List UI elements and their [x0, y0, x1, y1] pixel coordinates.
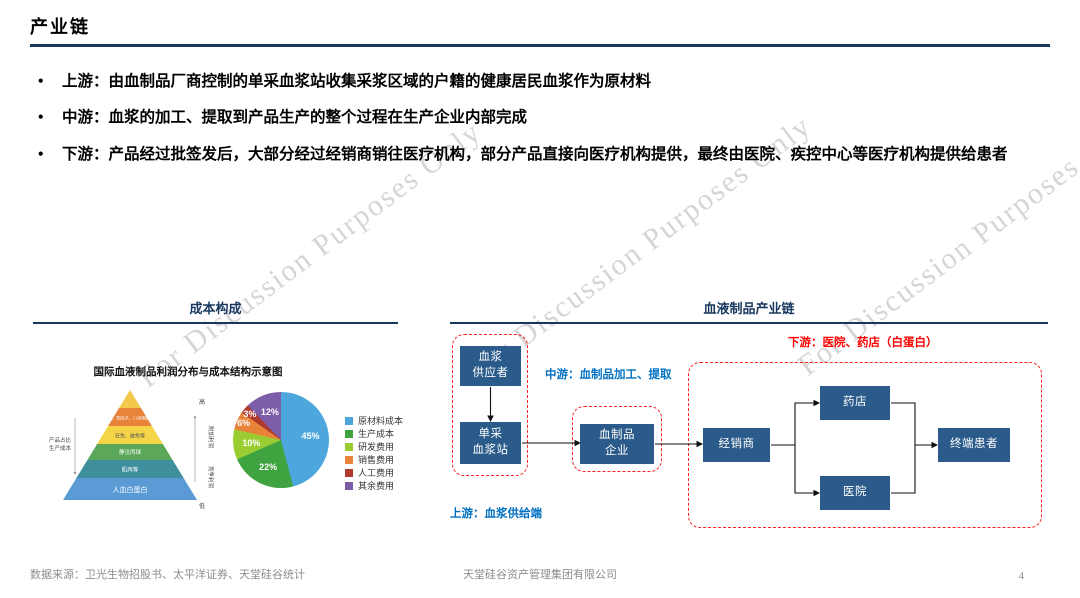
cost-section: 成本构成 国际血液制品利润分布与成本结构示意图 Ⅷ、Ⅸ因子、C1抑制酶等 狂免、… [33, 298, 403, 530]
pyramid-layer [63, 478, 197, 500]
bullet-text: 下游：产品经过批签发后，大部分经过经销商销往医疗机构，部分产品直接向医疗机构提供… [62, 145, 1008, 163]
pie-slice-label: 6% [237, 418, 251, 429]
legend: 原材料成本 生产成本 研发费用 销售费用 人工费用 其余费用 [345, 414, 403, 492]
dashed-group-upstream [452, 334, 528, 476]
page-number: 4 [1018, 570, 1025, 582]
bullet-marker: • [38, 145, 44, 163]
pie-slice-label: 12% [260, 407, 279, 418]
legend-label: 其余费用 [358, 481, 395, 491]
bullet-text: 中游：血浆的加工、提取到产品生产的整个过程在生产企业内部完成 [62, 109, 528, 127]
pyramid-layer-label: 肌丙等 [122, 466, 139, 474]
pyramid-layer-label: Ⅷ、Ⅸ因子、C1抑制酶等 [104, 415, 154, 422]
bullet-text: 上游：由血制品厂商控制的单采血浆站收集采浆区域的户籍的健康居民血浆作为原材料 [62, 73, 652, 90]
arrow-distributor-to-pharmacy [771, 399, 821, 446]
legend-label: 销售费用 [358, 455, 395, 465]
bullet-item: • 下游：产品经过批签发后，大部分经过经销商销往医疗机构，部分产品直接向医疗机构提… [36, 137, 1050, 173]
arrow-hospital-to-patient [891, 445, 916, 494]
footer-company: 天堂硅谷资产管理集团有限公司 [463, 569, 617, 581]
legend-label: 研发费用 [358, 442, 395, 452]
legend-item: 人工费用 [345, 466, 403, 479]
legend-swatch [345, 416, 353, 425]
legend-label: 原材料成本 [358, 416, 404, 426]
legend-label: 生产成本 [358, 429, 395, 439]
pyramid-layer [119, 390, 141, 408]
chain-section-header: 血液制品产业链 [450, 298, 1048, 324]
pyramid-left-axis-label: 产品占比 [49, 436, 72, 444]
legend-swatch [345, 429, 353, 438]
pyramid-left-axis-label: 生产成本 [49, 444, 72, 452]
title-rule [30, 44, 1050, 47]
node-plasma-station: 单采 血浆站 [460, 422, 521, 464]
pyramid-low-marker: 低 [199, 502, 205, 510]
legend-item: 生产成本 [345, 427, 403, 440]
pie-slice-label: 45% [301, 431, 320, 442]
node-distributor: 经销商 [703, 428, 770, 462]
bullet-item: • 上游：由血制品厂商控制的单采血浆站收集采浆区域的户籍的健康居民血浆作为原材料 [36, 64, 1050, 100]
dashed-group-downstream [688, 362, 1042, 528]
pyramid-layer-label: 人血白蛋白 [113, 485, 148, 494]
bullet-list: •上游：由血制品厂商控制的单采血浆站收集采浆区域的户籍的健康居民血浆作为原材料 … [36, 64, 1050, 173]
page-title: 产业链 [30, 17, 90, 37]
node-hospital: 医院 [820, 476, 890, 510]
legend-label: 人工费用 [358, 468, 395, 478]
midstream-label: 中游：血制品加工、提取 [545, 369, 672, 381]
legend-swatch [345, 442, 353, 451]
node-blood-product-company: 血制品 企业 [580, 424, 654, 464]
pie-slice-label: 10% [242, 437, 261, 448]
legend-swatch [345, 455, 353, 464]
chart-title: 国际血液制品利润分布与成本结构示意图 [93, 367, 283, 378]
chain-diagram: 血浆 供应者 单采 血浆站 血制品 企业 经销商 药店 医院 终端患者 下游：医… [450, 330, 1048, 536]
flow-arrows [487, 387, 939, 497]
node-plasma-supplier: 血浆 供应者 [460, 346, 521, 386]
arrow-distributor-to-hospital [794, 445, 821, 497]
downstream-label: 下游：医院、药店（白蛋白） [788, 337, 938, 349]
legend-swatch [345, 468, 353, 477]
legend-swatch [345, 481, 353, 490]
pyramid-right-axis-label: 附加利润 [207, 426, 215, 449]
pie-chart: 45% 22% 10% 6%3%12% [233, 392, 329, 488]
pyramid-right-axis-label: 竞争利润 [207, 466, 215, 489]
arrow-pharmacy-to-patient [891, 402, 939, 449]
legend-item: 销售费用 [345, 453, 403, 466]
footer-source: 数据来源：卫光生物招股书、太平洋证券、天堂硅谷统计 [30, 569, 305, 581]
chain-section: 血液制品产业链 血浆 供应者 单采 血浆站 血 [450, 298, 1048, 538]
pyramid-layer [87, 444, 173, 460]
pyramid-layer-label: 狂免、破免等 [115, 433, 145, 440]
pie-slice-label: 22% [259, 461, 278, 472]
bullet-marker: • [38, 73, 44, 90]
upstream-label: 上游：血浆供给端 [450, 508, 542, 520]
pyramid-layer [76, 460, 184, 478]
cost-section-header: 成本构成 [33, 298, 398, 324]
pyramid-layer [97, 426, 163, 444]
node-end-patient: 终端患者 [938, 428, 1010, 462]
legend-item: 其余费用 [345, 479, 403, 492]
pyramid-chart: Ⅷ、Ⅸ因子、C1抑制酶等 狂免、破免等 静注丙球 肌丙等 人血白蛋白 产品占比 … [49, 390, 215, 510]
pyramid-layer [108, 408, 152, 426]
node-pharmacy: 药店 [820, 386, 890, 420]
dashed-group-midstream [572, 406, 662, 472]
legend-item: 原材料成本 [345, 414, 403, 427]
pie-slice-label: 3% [243, 408, 257, 419]
bullet-marker: • [38, 109, 44, 127]
pyramid-layer-label: 静注丙球 [119, 448, 142, 456]
pyramid-high-marker: 高 [199, 398, 205, 406]
legend-item: 研发费用 [345, 440, 403, 453]
bullet-item: • 中游：血浆的加工、提取到产品生产的整个过程在生产企业内部完成 [36, 100, 1050, 136]
